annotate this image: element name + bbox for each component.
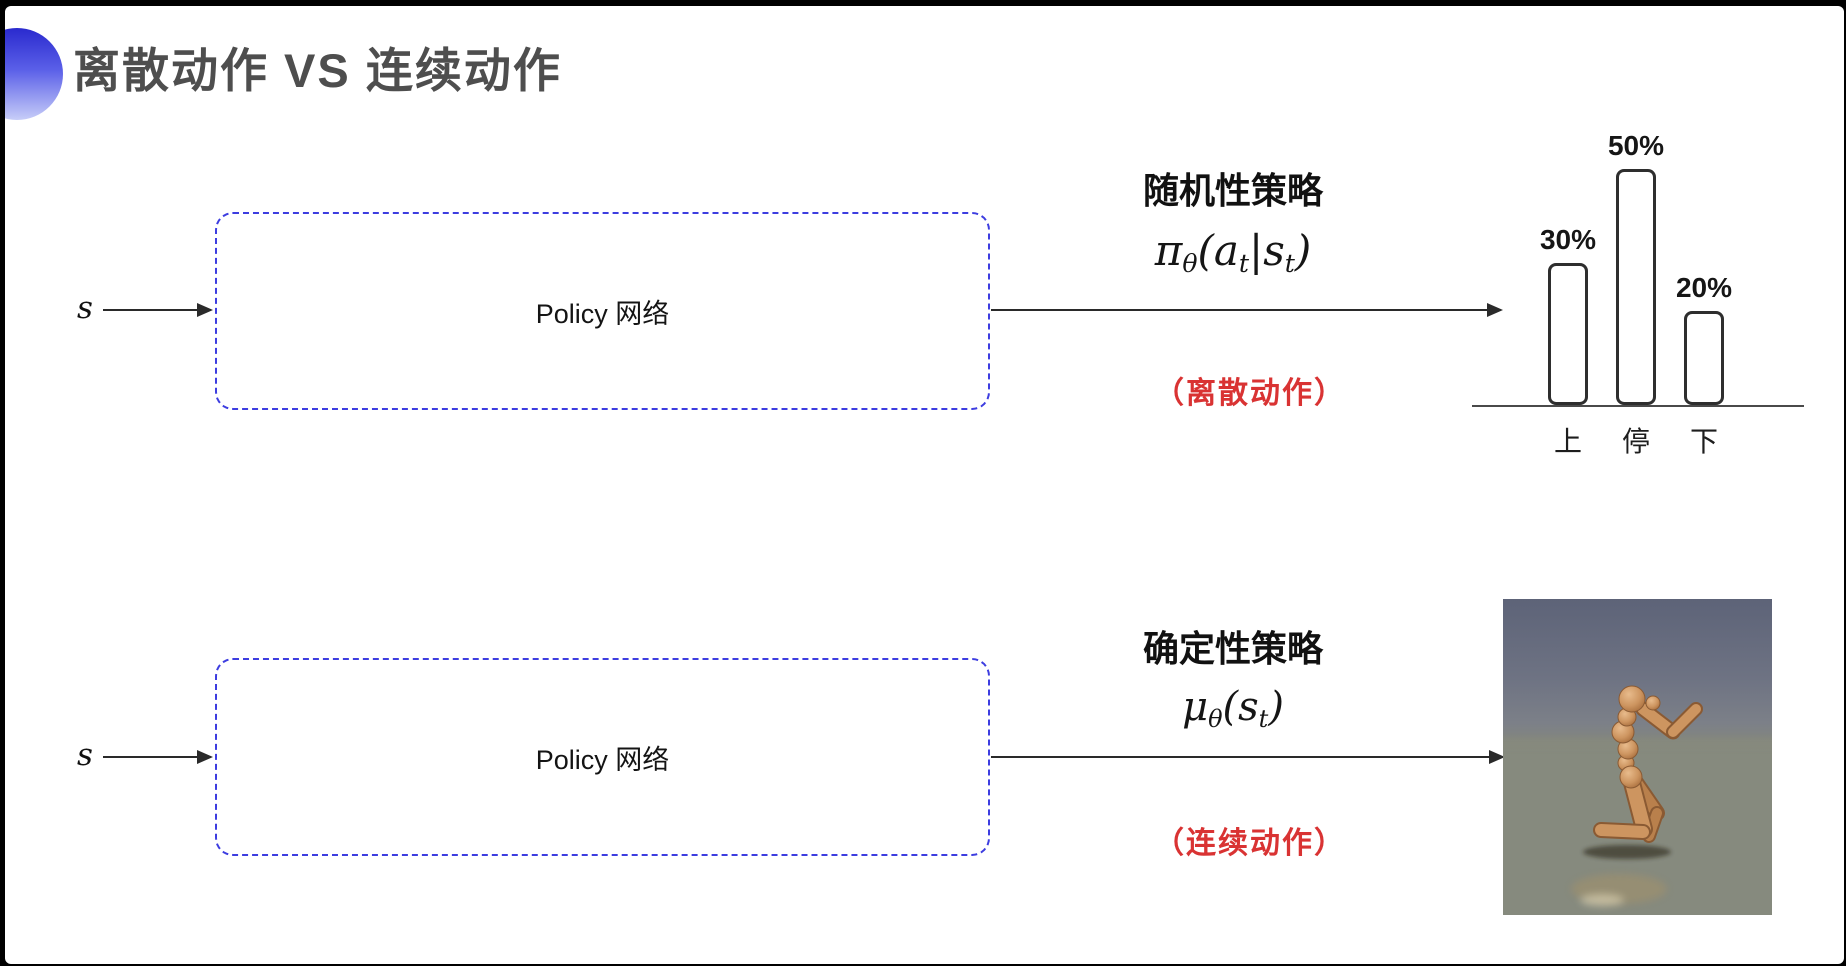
category-label-stop: 停 xyxy=(1621,426,1650,457)
discrete-action-label: （离散动作） xyxy=(1154,377,1346,410)
horizon-haze xyxy=(1503,733,1772,755)
bar-up xyxy=(1548,263,1588,405)
chart-category-row: 上 停 下 xyxy=(1472,420,1804,460)
stochastic-policy-title: 随机性策略 xyxy=(1068,162,1398,214)
deterministic-policy-formula: μθ(st) xyxy=(1182,684,1284,733)
title-bullet-decoration xyxy=(5,28,63,120)
deterministic-policy-title: 确定性策略 xyxy=(1068,620,1398,672)
output-arrow-top xyxy=(991,309,1501,311)
policy-network-box-bottom: Policy 网络 xyxy=(215,658,990,856)
input-arrow-top xyxy=(103,309,211,311)
input-arrow-bottom xyxy=(103,756,211,758)
policy-network-box-top: Policy 网络 xyxy=(215,212,990,410)
slide-title: 离散动作 VS 连续动作 xyxy=(73,44,562,97)
bar-stop xyxy=(1616,169,1656,405)
humanoid-simulation-image xyxy=(1503,599,1772,915)
chart-bar-slot: 30% xyxy=(1528,110,1608,405)
bar-value-label: 50% xyxy=(1607,130,1665,161)
policy-network-label-top: Policy 网络 xyxy=(535,298,670,329)
policy-network-label-bottom: Policy 网络 xyxy=(535,744,670,775)
chart-bar-slot: 20% xyxy=(1664,110,1744,405)
action-probability-chart: 30% 50% 20% xyxy=(1472,110,1804,407)
state-input-label-top: s xyxy=(77,290,93,326)
simulation-sky xyxy=(1503,599,1772,745)
category-label-up: 上 xyxy=(1553,426,1582,457)
bar-value-label: 30% xyxy=(1539,224,1597,255)
category-label-down: 下 xyxy=(1689,426,1718,457)
stochastic-policy-formula: πθ(at|st) xyxy=(1154,226,1312,279)
stochastic-policy-name: 随机性策略 xyxy=(1142,170,1323,211)
deterministic-policy-name: 确定性策略 xyxy=(1142,628,1323,669)
state-input-label-bottom: s xyxy=(77,737,93,773)
chart-bar-slot: 50% xyxy=(1596,110,1676,405)
slide: 离散动作 VS 连续动作 s Policy 网络 随机性策略 πθ(at|st)… xyxy=(5,6,1844,964)
humanoid-robot-figure xyxy=(1571,685,1703,906)
continuous-action-label: （连续动作） xyxy=(1154,827,1346,860)
bar-down xyxy=(1684,311,1724,405)
output-arrow-bottom xyxy=(991,756,1503,758)
bar-value-label: 20% xyxy=(1675,272,1733,303)
